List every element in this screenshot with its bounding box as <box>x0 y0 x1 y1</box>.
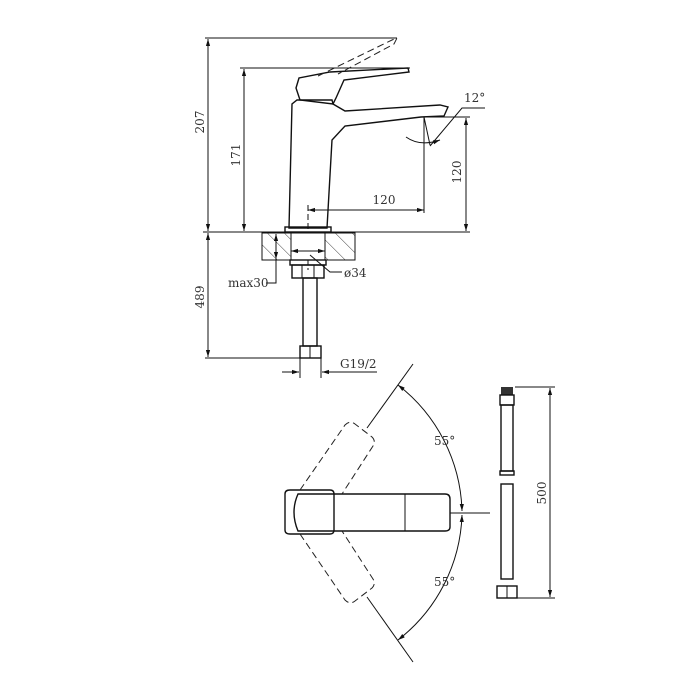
dim-label-max30: max30 <box>228 276 269 290</box>
faucet-base-top <box>284 489 335 535</box>
angle-line-lower <box>366 596 414 663</box>
top-view: 55° 55° <box>284 363 490 663</box>
side-view: 207 171 120 120 12° ø34 max30 <box>193 37 485 378</box>
supply-hose <box>302 277 318 347</box>
nut <box>291 264 325 279</box>
dim-label-489: 489 <box>193 286 207 309</box>
handle-top <box>293 493 451 532</box>
angle-arc-upper <box>397 384 464 512</box>
base-plate <box>284 226 332 233</box>
dim-label-diameter: ø34 <box>344 266 367 280</box>
dim-label-171: 171 <box>229 144 243 167</box>
max30-leader <box>266 259 277 284</box>
hose-lower-section <box>500 483 514 580</box>
handle-left-position <box>299 421 375 495</box>
angle-leader <box>429 107 485 147</box>
angle-line-upper <box>366 363 414 429</box>
hose-nipple <box>499 394 515 406</box>
hose-break-top <box>499 470 515 476</box>
dim-label-thread: G19/2 <box>340 357 377 371</box>
hose-upper-section <box>500 404 514 472</box>
dim-label-spout-reach: 120 <box>373 193 396 207</box>
dim-label-207: 207 <box>193 111 207 134</box>
angle-line <box>423 116 431 146</box>
angle-arc-lower <box>397 514 464 641</box>
angle-arc <box>405 136 441 145</box>
handle-raised-position <box>317 37 399 77</box>
diameter-leader <box>309 254 342 273</box>
hose-view: 500 <box>496 386 555 599</box>
handle-right-position <box>299 530 375 604</box>
dim-label-500: 500 <box>535 482 549 505</box>
faucet-handle <box>295 67 410 105</box>
dim-label-angle-lower: 55° <box>434 575 455 589</box>
dim-label-angle: 12° <box>464 91 485 105</box>
hose-thread-end <box>501 387 513 395</box>
dim-label-angle-upper: 55° <box>434 434 455 448</box>
mount-hole <box>290 232 326 261</box>
dim-label-spout-height: 120 <box>450 161 464 184</box>
